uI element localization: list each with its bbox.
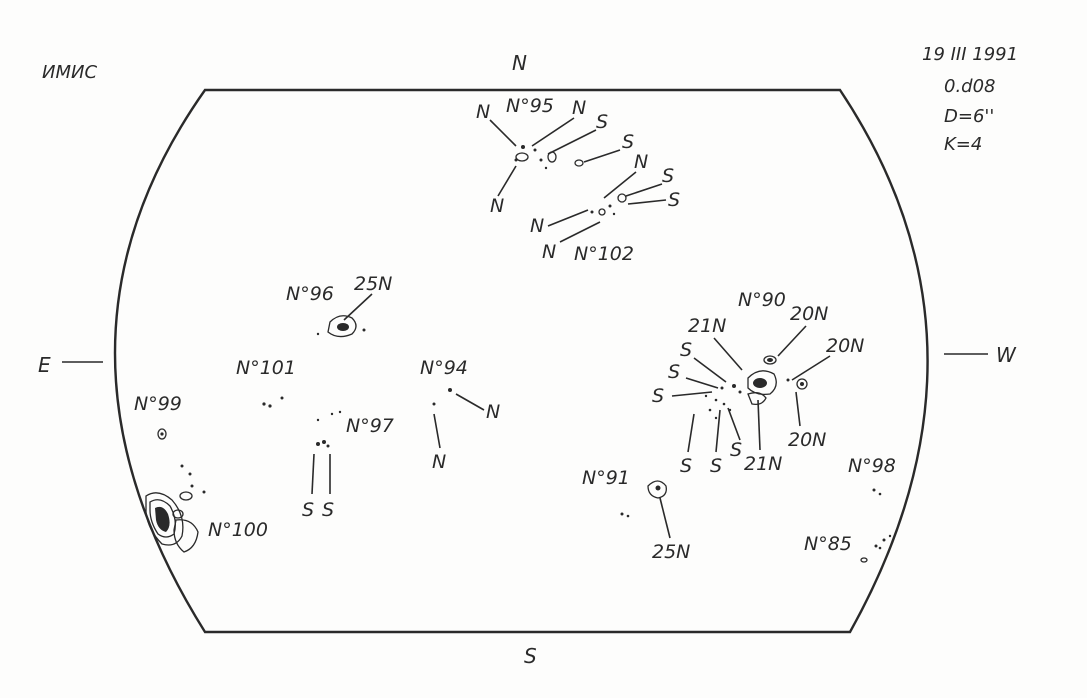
west-label: W	[996, 343, 1017, 367]
group-98: N°98	[848, 455, 896, 496]
group-85-label: N°85	[804, 533, 852, 555]
group-90-polarity-4: S	[680, 455, 692, 477]
group-95-polarity-2: N	[572, 97, 586, 119]
group-99-label: N°99	[134, 393, 182, 415]
group-95-polarity-1: N	[476, 101, 490, 123]
group-95: N°95 N N S S N	[476, 95, 634, 217]
group-102-polarity-5: N	[542, 241, 556, 263]
group-94-label: N°94	[420, 357, 468, 379]
group-91-label: N°91	[582, 467, 630, 489]
group-95-label: N°95	[506, 95, 554, 117]
group-102-polarity-2: S	[662, 165, 674, 187]
group-101-label: N°101	[236, 357, 296, 379]
group-90-polarity-6: S	[730, 439, 742, 461]
group-90-field-5: 21N	[744, 453, 782, 475]
group-98-label: N°98	[848, 455, 896, 477]
group-100-label: N°100	[208, 519, 268, 541]
group-97: N°97 S S	[302, 410, 394, 521]
group-90-polarity-5: S	[710, 455, 722, 477]
group-97-label: N°97	[346, 415, 394, 437]
group-90-field-3: 20N	[826, 335, 864, 357]
group-102-label: N°102	[574, 243, 634, 265]
group-91-field: 25N	[652, 541, 690, 563]
group-100: N°100	[145, 464, 268, 553]
group-90: N°90 21N 20N 20N 20N 21N S S S S S S	[652, 289, 864, 477]
group-90-polarity-3: S	[652, 385, 664, 407]
group-96: N°96 25N	[286, 273, 392, 338]
group-90-field-4: 20N	[788, 429, 826, 451]
south-label: S	[524, 644, 537, 668]
diameter-label: D=6''	[944, 106, 994, 127]
group-95-polarity-5: N	[490, 195, 504, 217]
group-97-polarity-2: S	[322, 499, 334, 521]
group-85: N°85	[804, 533, 892, 563]
time-label: 0.d08	[944, 76, 996, 97]
group-94-polarity-2: N	[432, 451, 446, 473]
group-94: N°94 N N	[420, 357, 500, 473]
group-91: N°91 25N	[582, 467, 690, 563]
group-90-polarity-2: S	[668, 361, 680, 383]
date-label: 19 III 1991	[922, 44, 1018, 65]
group-101: N°101	[236, 357, 296, 408]
east-label: E	[38, 353, 51, 377]
group-99: N°99	[134, 393, 182, 440]
group-96-field: 25N	[354, 273, 392, 295]
group-96-label: N°96	[286, 283, 334, 305]
group-90-polarity-1: S	[680, 339, 692, 361]
group-97-polarity-1: S	[302, 499, 314, 521]
group-102-polarity-1: N	[634, 151, 648, 173]
group-102: N°102 N S S N N	[530, 151, 680, 265]
group-95-polarity-4: S	[622, 131, 634, 153]
group-102-polarity-4: N	[530, 215, 544, 237]
group-102-polarity-3: S	[668, 189, 680, 211]
group-90-field-2: 20N	[790, 303, 828, 325]
observatory-label: ИМИС	[42, 62, 97, 83]
group-90-field-1: 21N	[688, 315, 726, 337]
group-90-label: N°90	[738, 289, 786, 311]
group-95-polarity-3: S	[596, 111, 608, 133]
north-label: N	[512, 51, 527, 75]
solar-disk-outline	[113, 88, 929, 634]
k-value-label: K=4	[944, 134, 982, 155]
group-94-polarity-1: N	[486, 401, 500, 423]
